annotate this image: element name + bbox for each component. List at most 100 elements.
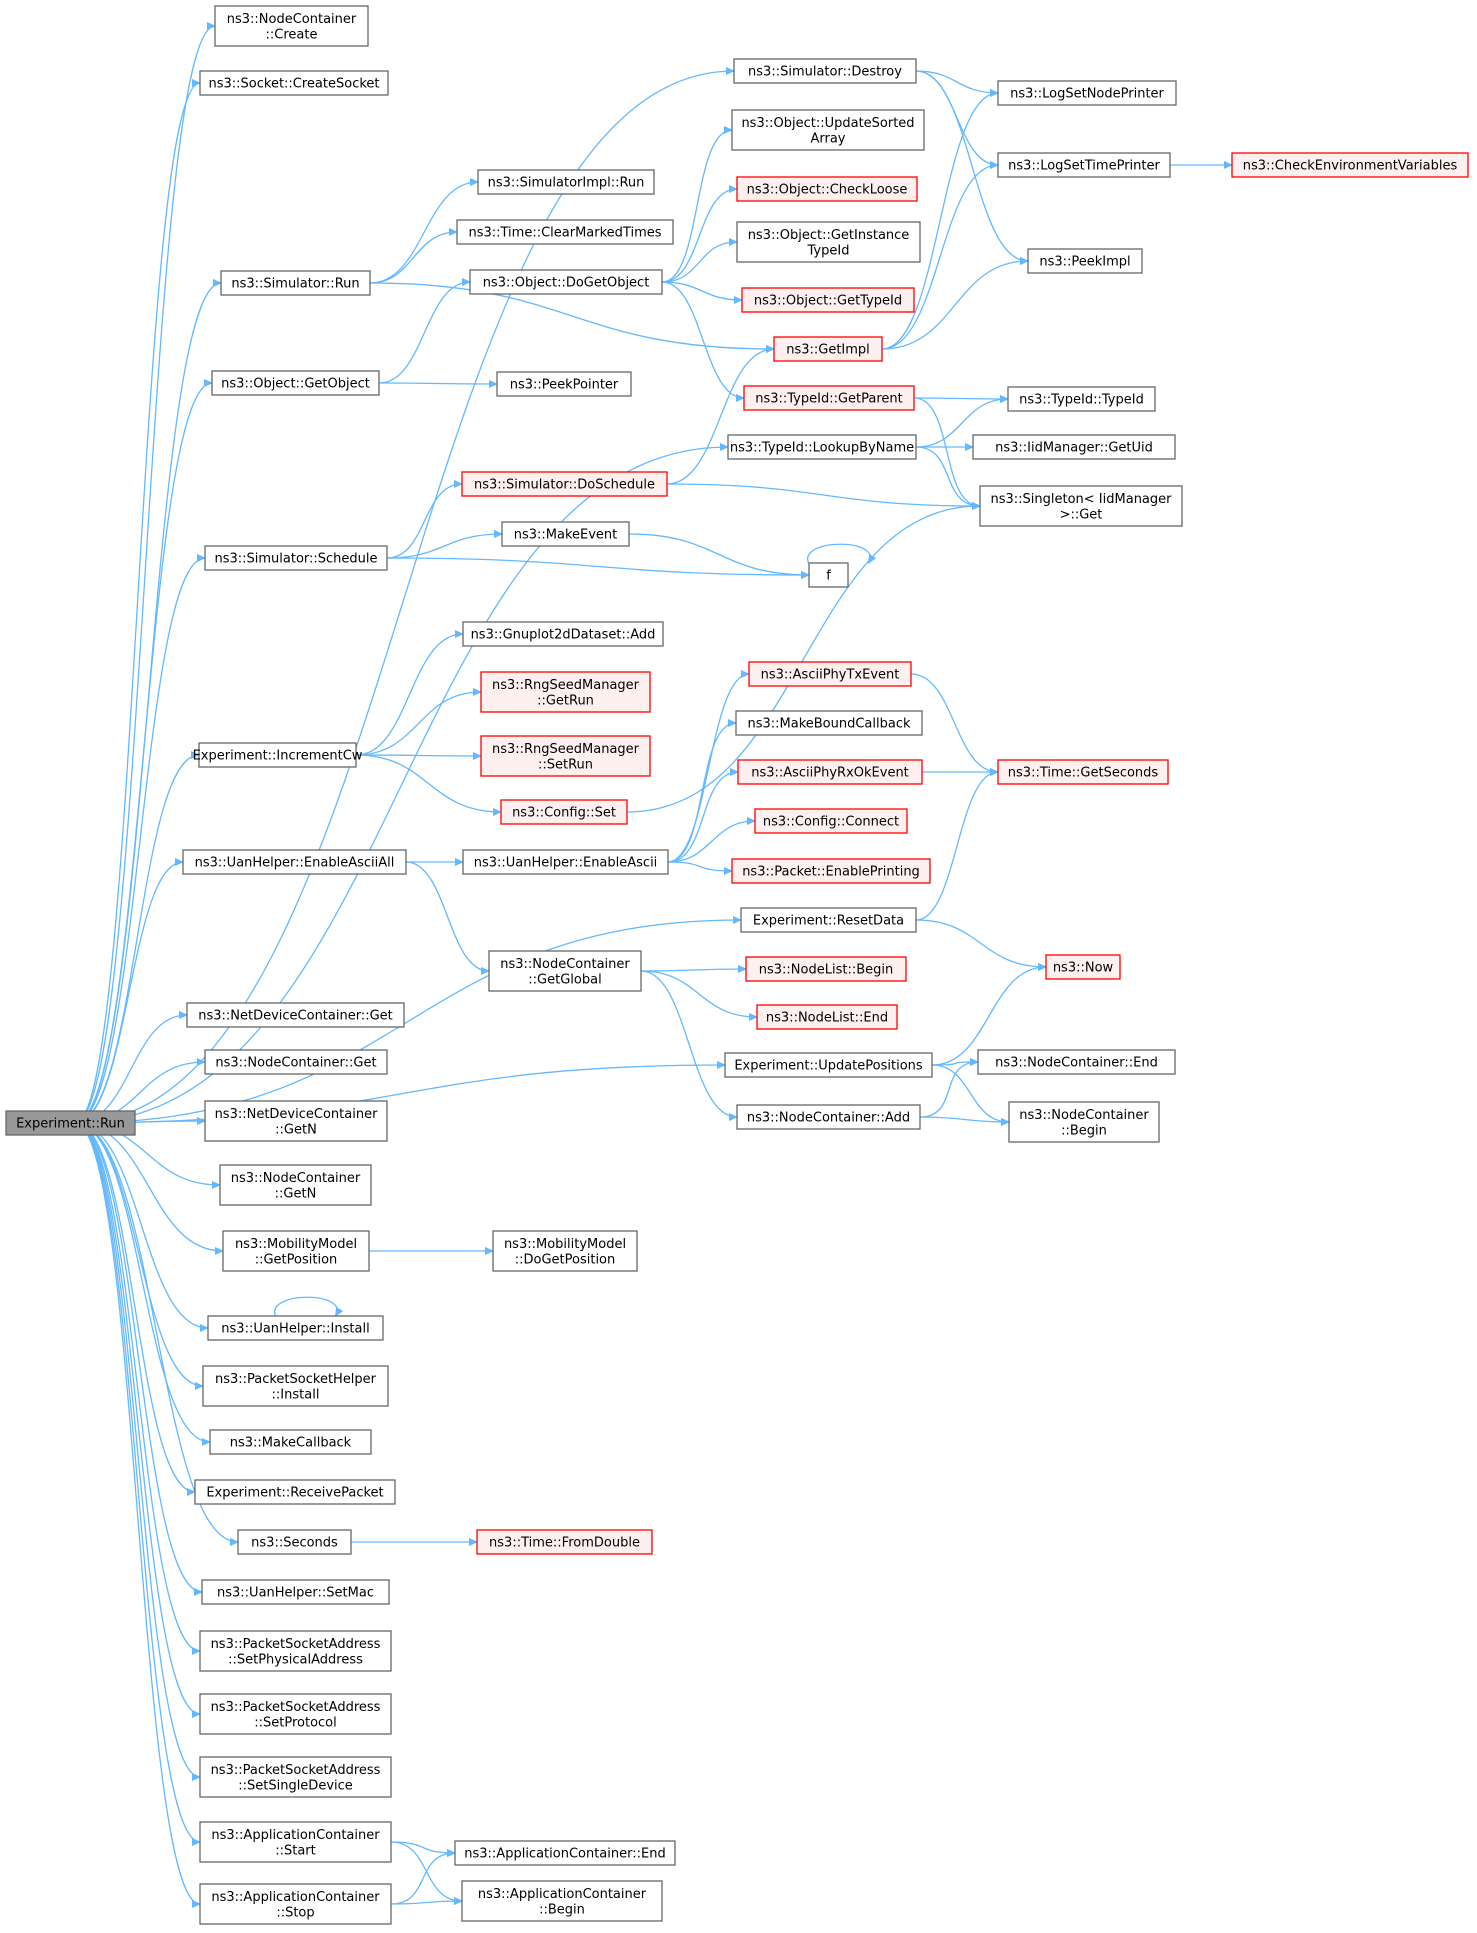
edge-getimpl-to-log_node (881, 93, 998, 350)
node-label-sim_destroy-0: ns3::Simulator::Destroy (748, 65, 902, 80)
edge-sim_sched-to-sim_dosched (386, 484, 462, 559)
node-time_clear[interactable]: ns3::Time::ClearMarkedTimes (456, 219, 674, 245)
node-uan_setmac[interactable]: ns3::UanHelper::SetMac (201, 1579, 390, 1605)
node-label-psh_install-1: ::Install (272, 1387, 320, 1402)
node-nc_getn[interactable]: ns3::NodeContainer::GetN (219, 1164, 372, 1206)
node-nc_create[interactable]: ns3::NodeContainer::Create (214, 5, 369, 47)
node-getimpl[interactable]: ns3::GetImpl (773, 336, 883, 362)
node-nc_add[interactable]: ns3::NodeContainer::Add (736, 1104, 921, 1130)
node-label-gnuplot_add-0: ns3::Gnuplot2dDataset::Add (471, 628, 656, 643)
edge-getimpl-to-peekimpl (881, 261, 1028, 350)
node-now[interactable]: ns3::Now (1045, 954, 1121, 980)
node-label-nc_add-0: ns3::NodeContainer::Add (747, 1111, 910, 1126)
node-label-nc_getn-1: ::GetN (275, 1186, 317, 1201)
node-ac_stop[interactable]: ns3::ApplicationContainer::Stop (199, 1883, 392, 1925)
edge-ascii_tx-to-time_getsec (910, 673, 998, 772)
node-obj_doget[interactable]: ns3::Object::DoGetObject (469, 269, 663, 295)
node-label-exp_updpos-0: Experiment::UpdatePositions (734, 1059, 923, 1074)
node-label-sim_run-0: ns3::Simulator::Run (231, 277, 359, 292)
node-ac_end[interactable]: ns3::ApplicationContainer::End (454, 1840, 676, 1866)
node-seconds[interactable]: ns3::Seconds (237, 1529, 352, 1555)
node-label-peekimpl-0: ns3::PeekImpl (1039, 255, 1130, 270)
node-singleton[interactable]: ns3::Singleton< IidManager >::Get (979, 485, 1183, 527)
node-psh_install[interactable]: ns3::PacketSocketHelper::Install (202, 1365, 389, 1407)
node-cfg_set[interactable]: ns3::Config::Set (500, 799, 628, 825)
node-uan_ascii[interactable]: ns3::UanHelper::EnableAscii (462, 849, 669, 875)
node-psa_setphys[interactable]: ns3::PacketSocketAddress::SetPhysicalAdd… (199, 1630, 392, 1672)
node-gnuplot_add[interactable]: ns3::Gnuplot2dDataset::Add (462, 621, 664, 647)
node-nl_end[interactable]: ns3::NodeList::End (756, 1004, 898, 1030)
node-obj_getobj[interactable]: ns3::Object::GetObject (211, 370, 380, 396)
node-exp_updpos[interactable]: Experiment::UpdatePositions (724, 1052, 933, 1078)
node-rng_setrun[interactable]: ns3::RngSeedManager::SetRun (480, 735, 651, 777)
node-peekptr[interactable]: ns3::PeekPointer (496, 371, 632, 397)
node-nc_begin[interactable]: ns3::NodeContainer::Begin (1008, 1101, 1160, 1143)
node-label-ac_start-1: ::Start (275, 1843, 316, 1858)
node-tid_lookup[interactable]: ns3::TypeId::LookupByName (727, 434, 917, 460)
node-log_node[interactable]: ns3::LogSetNodePrinter (997, 80, 1177, 106)
node-exp_reset[interactable]: Experiment::ResetData (740, 907, 917, 933)
node-nc_global[interactable]: ns3::NodeContainer::GetGlobal (488, 950, 642, 992)
node-makebound[interactable]: ns3::MakeBoundCallback (735, 710, 923, 736)
node-uan_ascii_all[interactable]: ns3::UanHelper::EnableAsciiAll (182, 849, 407, 875)
node-exp_incr[interactable]: Experiment::IncrementCw (193, 742, 363, 768)
node-mm_getpos[interactable]: ns3::MobilityModel::GetPosition (222, 1230, 370, 1272)
node-label-time_getsec-0: ns3::Time::GetSeconds (1008, 766, 1159, 781)
node-mm_dogetpos[interactable]: ns3::MobilityModel::DoGetPosition (492, 1230, 638, 1272)
node-sim_sched[interactable]: ns3::Simulator::Schedule (204, 545, 388, 571)
node-label-ascii_rx-0: ns3::AsciiPhyRxOkEvent (751, 766, 909, 781)
node-uan_install[interactable]: ns3::UanHelper::Install (207, 1315, 384, 1341)
node-sim_destroy[interactable]: ns3::Simulator::Destroy (733, 58, 917, 84)
node-nc_get[interactable]: ns3::NodeContainer::Get (204, 1049, 388, 1075)
node-makecb[interactable]: ns3::MakeCallback (209, 1429, 372, 1455)
node-iid_getuid[interactable]: ns3::IidManager::GetUid (972, 434, 1176, 460)
node-ndc_getn[interactable]: ns3::NetDeviceContainer::GetN (204, 1100, 388, 1142)
node-simimpl_run[interactable]: ns3::SimulatorImpl::Run (477, 169, 655, 195)
node-sock_create[interactable]: ns3::Socket::CreateSocket (199, 70, 389, 96)
node-exp_recv[interactable]: Experiment::ReceivePacket (194, 1479, 396, 1505)
node-label-uan_ascii_all-0: ns3::UanHelper::EnableAsciiAll (195, 856, 395, 871)
node-log_time[interactable]: ns3::LogSetTimePrinter (997, 152, 1171, 178)
node-peekimpl[interactable]: ns3::PeekImpl (1027, 248, 1143, 274)
node-sim_dosched[interactable]: ns3::Simulator::DoSchedule (461, 471, 668, 497)
node-obj_gettype[interactable]: ns3::Object::GetTypeId (741, 287, 915, 313)
node-label-mm_dogetpos-0: ns3::MobilityModel (504, 1237, 626, 1252)
node-ac_start[interactable]: ns3::ApplicationContainer::Start (199, 1821, 392, 1863)
node-nl_begin[interactable]: ns3::NodeList::Begin (745, 956, 907, 982)
node-label-makebound-0: ns3::MakeBoundCallback (747, 717, 911, 732)
edge-root-to-sim_sched (74, 558, 205, 1124)
node-label-rng_getrun-0: ns3::RngSeedManager (492, 678, 640, 693)
node-rng_getrun[interactable]: ns3::RngSeedManager::GetRun (480, 671, 651, 713)
edge-sim_run-to-time_clear (369, 232, 457, 284)
edge-root-to-ac_start (74, 1122, 200, 1842)
node-ascii_rx[interactable]: ns3::AsciiPhyRxOkEvent (737, 759, 923, 785)
edge-sim_dosched-to-getimpl (666, 349, 774, 485)
edge-exp_incr-to-gnuplot_add (355, 634, 463, 756)
node-psa_setproto[interactable]: ns3::PacketSocketAddress::SetProtocol (199, 1693, 392, 1735)
node-cfg_connect[interactable]: ns3::Config::Connect (754, 808, 908, 834)
node-label-obj_upd-1: Array (810, 131, 845, 146)
node-f[interactable]: f (808, 562, 849, 588)
edge-exp_incr-to-rng_getrun (355, 692, 481, 756)
edge-obj_doget-to-obj_gettype (661, 281, 742, 300)
node-makeevent[interactable]: ns3::MakeEvent (501, 521, 630, 547)
node-psa_setsingle[interactable]: ns3::PacketSocketAddress::SetSingleDevic… (199, 1756, 392, 1798)
node-ndc_get[interactable]: ns3::NetDeviceContainer::Get (186, 1002, 405, 1028)
node-label-exp_incr-0: Experiment::IncrementCw (193, 749, 363, 764)
node-check_env[interactable]: ns3::CheckEnvironmentVariables (1231, 152, 1469, 178)
node-obj_check[interactable]: ns3::Object::CheckLoose (736, 176, 918, 202)
node-root[interactable]: Experiment::Run (5, 1110, 136, 1136)
edge-uan_ascii-to-cfg_connect (667, 821, 755, 863)
node-label-nc_create-1: ::Create (266, 27, 318, 42)
node-ascii_tx[interactable]: ns3::AsciiPhyTxEvent (748, 661, 912, 687)
node-tid_parent[interactable]: ns3::TypeId::GetParent (743, 385, 915, 411)
node-nc_end[interactable]: ns3::NodeContainer::End (977, 1049, 1176, 1075)
node-time_fromdbl[interactable]: ns3::Time::FromDouble (476, 1529, 653, 1555)
node-tid_tid[interactable]: ns3::TypeId::TypeId (1007, 386, 1156, 412)
node-sim_run[interactable]: ns3::Simulator::Run (220, 270, 371, 296)
node-ac_begin[interactable]: ns3::ApplicationContainer::Begin (461, 1880, 663, 1922)
node-time_getsec[interactable]: ns3::Time::GetSeconds (997, 759, 1169, 785)
node-pkt_print[interactable]: ns3::Packet::EnablePrinting (731, 858, 931, 884)
